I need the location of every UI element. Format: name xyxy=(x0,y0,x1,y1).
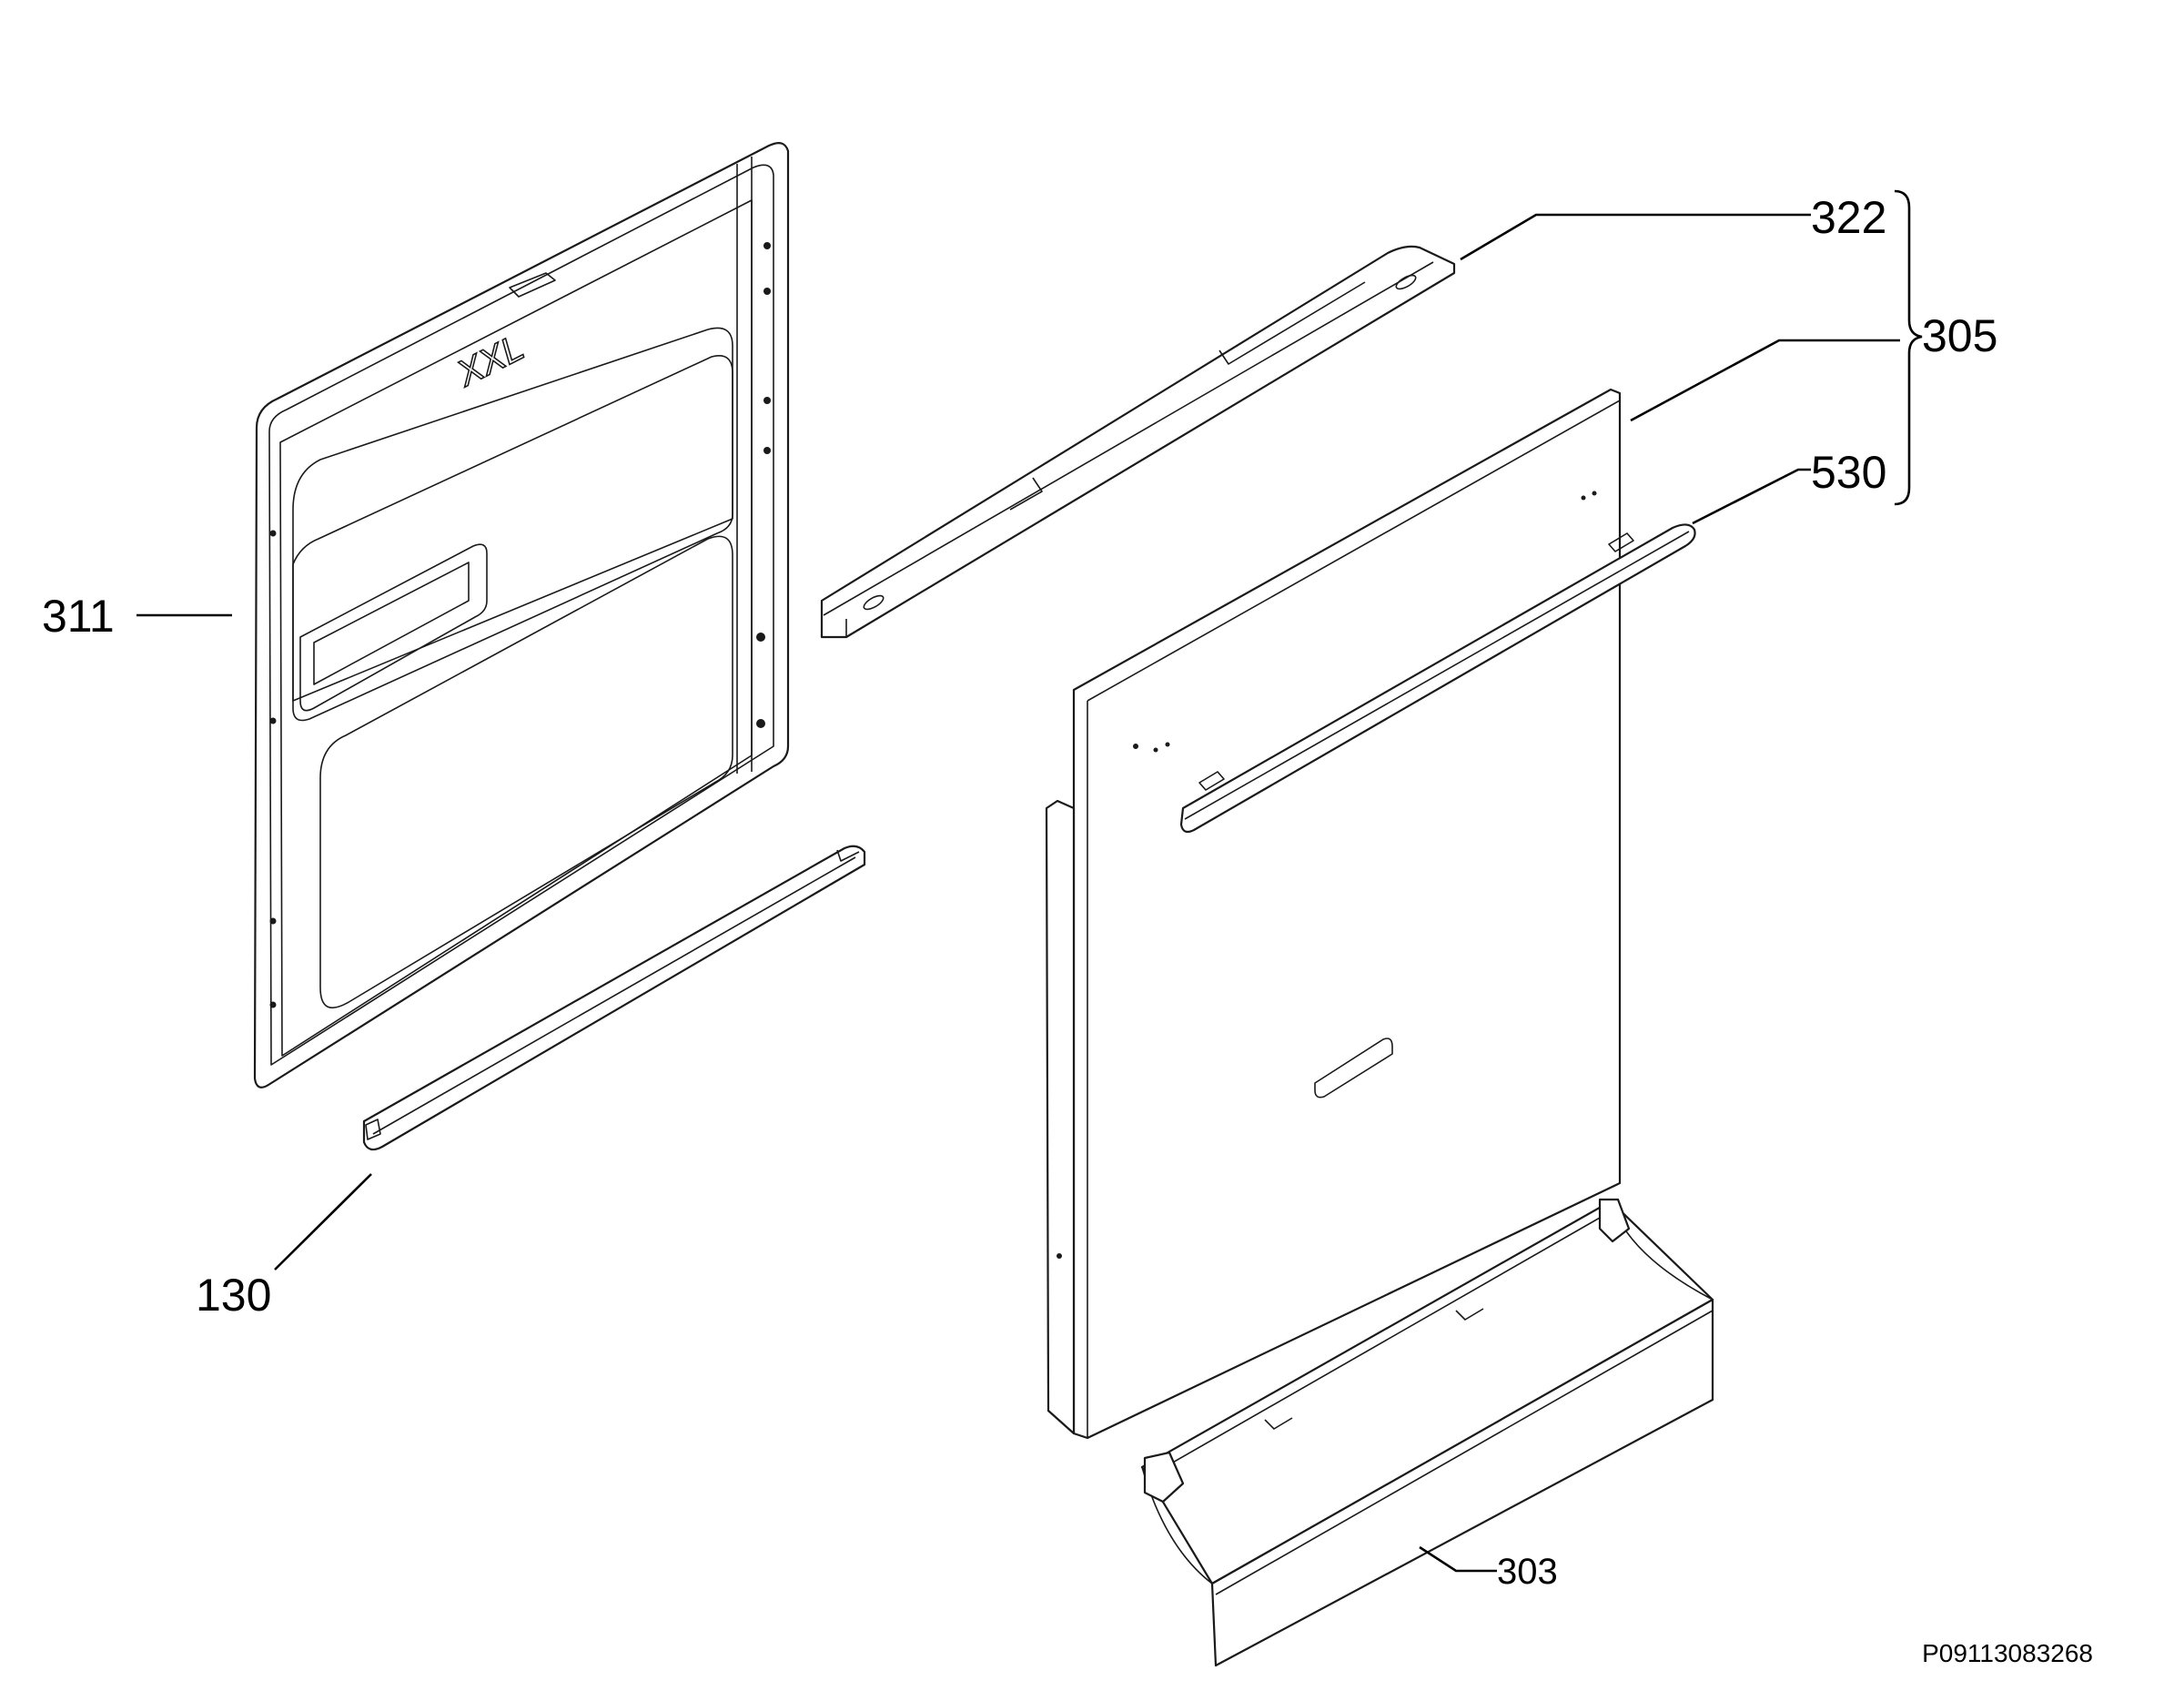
callout-322: 322 xyxy=(1811,192,1886,243)
kick-plate-303 xyxy=(1140,1198,1714,1667)
leader-305-panel xyxy=(1630,339,1900,422)
leader-530 xyxy=(1692,468,1811,525)
callout-530: 530 xyxy=(1811,447,1886,498)
top-rail-322 xyxy=(820,245,1456,639)
inner-door-panel-311: XXL xyxy=(253,141,790,1088)
callout-303: 303 xyxy=(1497,1552,1558,1592)
leader-322 xyxy=(1460,213,1811,261)
callout-labels: 311 130 322 305 530 303 P09113083268 xyxy=(42,192,2093,1667)
handle-bar-530 xyxy=(1179,523,1696,834)
bracket-305 xyxy=(1894,189,1923,506)
drawing-number: P09113083268 xyxy=(1922,1639,2093,1667)
leader-130 xyxy=(274,1173,372,1271)
callout-130: 130 xyxy=(196,1270,271,1321)
lower-seal-strip-130 xyxy=(362,845,866,1151)
leader-lines xyxy=(136,189,1923,1573)
callout-311: 311 xyxy=(42,591,115,642)
leader-303 xyxy=(1419,1545,1497,1573)
callout-305: 305 xyxy=(1922,310,1997,361)
